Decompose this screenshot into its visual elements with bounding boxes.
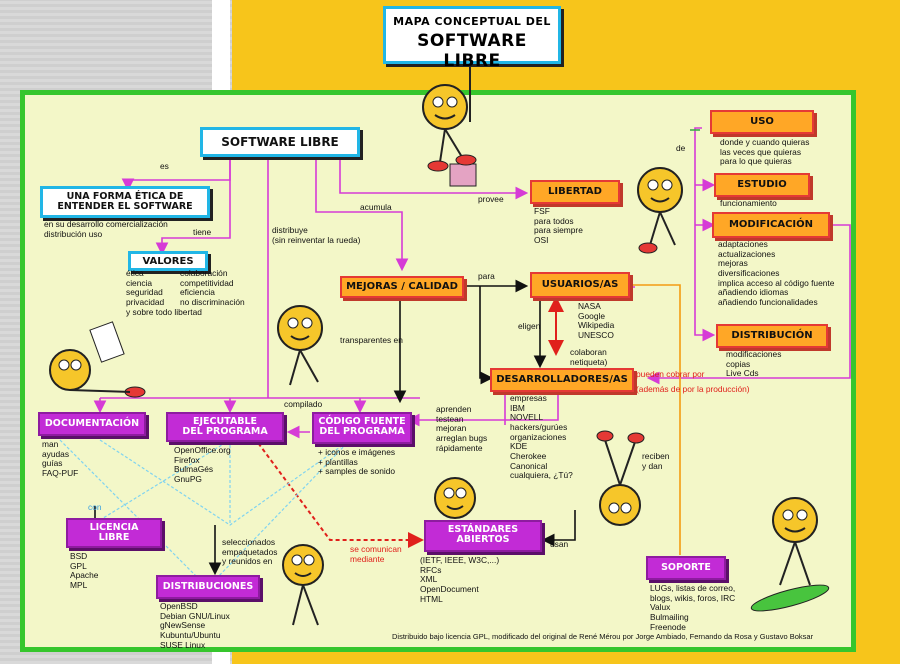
distribuciones-details: OpenBSD Debian GNU/Linux gNewSense Kubun… [160,601,230,650]
label-pueden-cobrar: pueden cobrar por [636,369,705,379]
valores-list-1: ética ciencia seguridad privacidad y sob… [126,268,202,317]
codigo-details: + iconos e imágenes + plantillas + sampl… [318,447,396,477]
modificacion-details: adaptaciones actualizaciones mejoras div… [718,239,835,307]
node-uso[interactable]: USO [710,110,814,134]
mascot-top-icon [422,67,477,187]
estudio-details: funcionamiento [720,198,777,208]
node-estandares-abiertos[interactable]: ESTÁNDARES ABIERTOS [424,520,542,552]
label-aprenden: aprenden testean mejoran arreglan bugs r… [436,404,488,453]
label-de: de [676,143,686,153]
desarrolladores-details: empresas IBM NOVELL hackers/gurúes organ… [510,393,573,481]
mascot-documentacion-icon [49,321,146,398]
node-libertad[interactable]: LIBERTAD [530,180,620,204]
map-title: MAPA CONCEPTUAL DEL SOFTWARE LIBRE [383,6,561,71]
valores-list-2: colaboración competitividad eficiencia n… [180,268,245,307]
node-software-libre[interactable]: SOFTWARE LIBRE [200,127,360,157]
node-licencia-libre[interactable]: LICENCIA LIBRE [66,518,162,548]
estandares-details: (IETF, IEEE, W3C,...) RFCs XML OpenDocum… [420,555,500,604]
usuarios-details: NASA Google Wikipedia UNESCO [578,301,615,340]
node-soporte[interactable]: SOPORTE [646,556,726,580]
label-transparentes: transparentes en [340,335,403,345]
ejecutable-details: OpenOffice.org Firefox BulmaGés GnuPG [174,445,231,484]
label-eligen: eligen [518,321,541,331]
label-provee: provee [478,194,504,204]
mascot-upside-down-icon [596,430,645,526]
mascot-libertad-icon [637,167,683,254]
node-modificacion[interactable]: MODIFICACIÓN [712,212,830,238]
label-ademas: (además de por la producción) [636,384,750,394]
node-distribuciones[interactable]: DISTRIBUCIONES [156,575,260,599]
label-colaboran: colaboran netiqueta) [570,347,608,367]
label-compilado: compilado [284,399,323,409]
map-title-big: SOFTWARE LIBRE [417,31,527,71]
label-distribuye: distribuye (sin reinventar la rueda) [272,225,361,245]
libertad-details: FSF para todos para siempre OSI [534,206,583,245]
node-distribucion[interactable]: DISTRIBUCIÓN [716,324,828,348]
distribucion-details: modificaciones copias Live Cds [726,349,782,379]
mascot-skateboard-icon [750,497,830,612]
node-mejoras-calidad[interactable]: MEJORAS / CALIDAD [340,276,464,298]
mascot-mejoras-icon [277,305,323,386]
documentacion-details: man ayudas guías FAQ-PUF [42,439,79,478]
label-acumula: acumula [360,202,392,212]
label-usan: usan [550,539,569,549]
node-estudio[interactable]: ESTUDIO [714,173,810,197]
node-documentacion[interactable]: DOCUMENTACIÓN [38,412,146,436]
soporte-details: LUGs, listas de correo, blogs, wikis, fo… [650,583,736,632]
licencia-details: BSD GPL Apache MPL [70,551,99,590]
credit-line: Distribuido bajo licencia GPL, modificad… [392,632,814,641]
mascot-distribuciones-icon [282,544,324,626]
node-codigo-fuente[interactable]: CÓDIGO FUENTE DEL PROGRAMA [312,412,412,444]
label-seleccionados: seleccionados empaquetados y reunidos en [222,537,278,567]
label-para: para [478,271,495,281]
forma-etica-details: en su desarrollo comercialización distri… [44,219,168,239]
node-valores[interactable]: VALORES [128,251,208,271]
node-ejecutable[interactable]: EJECUTABLE DEL PROGRAMA [166,412,284,442]
uso-details: donde y cuando quieras las veces que qui… [720,137,810,167]
node-usuarios[interactable]: USUARIOS/AS [530,272,630,298]
label-reciben: reciben y dan [642,451,670,471]
mascot-estandares-icon [434,477,476,519]
label-es: es [160,161,169,171]
map-title-small: MAPA CONCEPTUAL DEL [393,15,551,28]
label-tiene: tiene [193,227,212,237]
label-con: con [88,502,102,512]
node-forma-etica[interactable]: UNA FORMA ÉTICA DE ENTENDER EL SOFTWARE [40,186,210,218]
label-comunican: se comunican mediante [350,544,402,564]
node-desarrolladores[interactable]: DESARROLLADORES/AS [490,368,634,392]
